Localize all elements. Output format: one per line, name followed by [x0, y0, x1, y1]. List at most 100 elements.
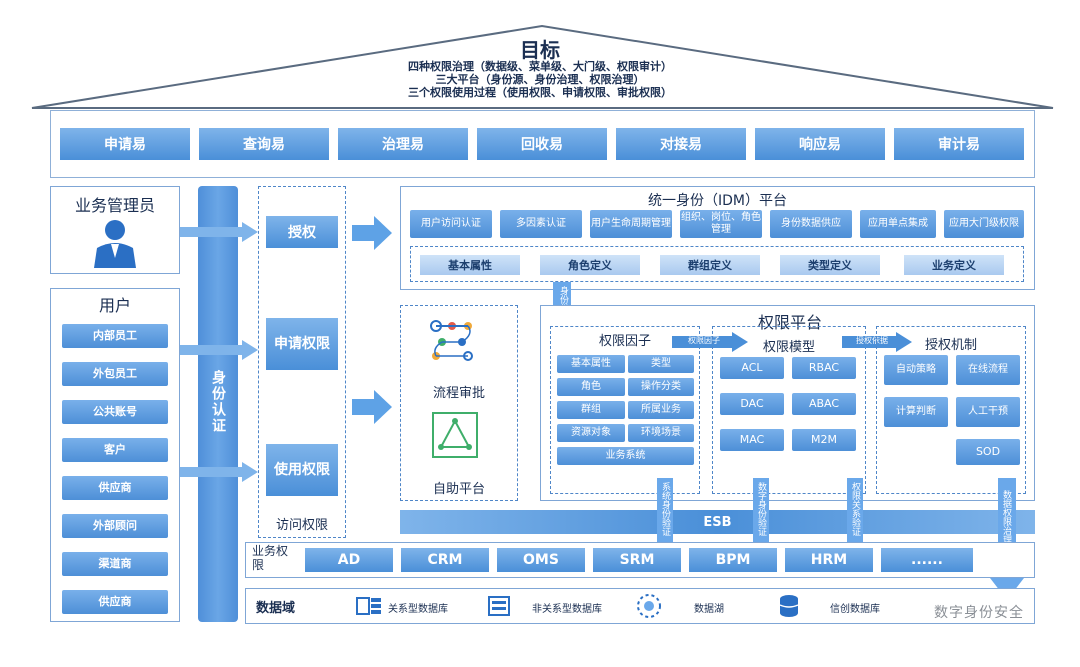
auth-basis-arrow [842, 332, 912, 352]
self-service-icon [432, 412, 478, 458]
mech-title: 授权机制 [924, 338, 977, 353]
factor-type: 类型 [628, 355, 694, 373]
factor-box [550, 326, 700, 494]
user-consultant: 外部顾问 [62, 514, 168, 538]
idm-chip-mfa: 多因素认证 [500, 210, 582, 238]
verify-label-2: 数字身份验证 [756, 482, 766, 536]
model-dac: DAC [720, 393, 784, 415]
biz-perm-label: 业务权限 [252, 544, 289, 572]
factor-business: 所属业务 [628, 401, 694, 419]
factor-basic: 基本属性 [557, 355, 625, 373]
mech-manual: 人工干预 [956, 397, 1020, 427]
mech-sod: SOD [956, 439, 1020, 465]
factor-system: 业务系统 [557, 447, 694, 465]
sys-srm: SRM [593, 548, 681, 572]
model-title: 权限模型 [762, 340, 815, 355]
xinchuang-db-icon [779, 595, 799, 617]
flow-approval-label: 流程审批 [432, 386, 485, 401]
goal-line-1: 四种权限治理（数据级、菜单级、大门级、权限审计） [408, 60, 672, 73]
sys-oms: OMS [497, 548, 585, 572]
goal-title: 目标 [520, 38, 560, 62]
idm-title: 统一身份（IDM）平台 [648, 193, 787, 209]
users-title: 用户 [98, 296, 131, 315]
factor-env: 环境场景 [628, 424, 694, 442]
model-acl: ACL [720, 357, 784, 379]
mech-box [876, 326, 1026, 494]
user-supplier-2: 供应商 [62, 590, 168, 614]
arrow-to-flow [352, 390, 392, 424]
supply-label: 身份供应 [558, 286, 568, 322]
user-outsourced: 外包员工 [62, 362, 168, 386]
perm-platform-title: 权限平台 [757, 313, 822, 332]
idm-defs-box [410, 246, 1024, 282]
user-public-account: 公共账号 [62, 400, 168, 424]
flow-box [400, 305, 518, 501]
sys-ad: AD [305, 548, 393, 572]
factor-group: 群组 [557, 401, 625, 419]
feature-apply: 申请易 [60, 128, 190, 160]
xinchuang-db-label: 信创数据库 [830, 604, 880, 615]
feature-recycle: 回收易 [477, 128, 607, 160]
feature-query: 查询易 [199, 128, 329, 160]
mech-auto: 自动策略 [884, 355, 948, 385]
workflow-icon [430, 320, 473, 361]
idm-chip-supply: 身份数据供应 [770, 210, 852, 238]
access-use: 使用权限 [266, 444, 338, 496]
data-lake-icon [637, 594, 661, 618]
feature-connect: 对接易 [616, 128, 746, 160]
model-rbac: RBAC [792, 357, 856, 379]
model-mac: MAC [720, 429, 784, 451]
factor-resource: 资源对象 [557, 424, 625, 442]
access-apply: 申请权限 [266, 318, 338, 370]
self-service-label: 自助平台 [432, 482, 485, 497]
feature-govern: 治理易 [338, 128, 468, 160]
goal-line-2: 三大平台（身份源、身份治理、权限治理） [435, 73, 645, 86]
relational-db-label: 关系型数据库 [388, 604, 448, 615]
model-m2m: M2M [792, 429, 856, 451]
nonrelational-db-label: 非关系型数据库 [532, 604, 602, 615]
idm-chip-org: 组织、岗位、角色管理 [680, 210, 762, 238]
watermark-text: 数字身份安全 [934, 605, 1024, 621]
def-type: 类型定义 [780, 255, 880, 275]
factor-arrow-label: 权限因子 [688, 336, 720, 345]
sys-crm: CRM [401, 548, 489, 572]
arrow-users-1 [180, 340, 258, 360]
def-business: 业务定义 [904, 255, 1004, 275]
idm-chip-sso: 应用单点集成 [860, 210, 936, 238]
sys-bpm: BPM [689, 548, 777, 572]
model-abac: ABAC [792, 393, 856, 415]
factor-title: 权限因子 [598, 334, 651, 349]
mech-compute: 计算判断 [884, 397, 948, 427]
idm-chip-auth: 用户访问认证 [410, 210, 492, 238]
model-box [712, 326, 866, 494]
def-basic: 基本属性 [420, 255, 520, 275]
arrow-users-2 [180, 462, 258, 482]
data-domain-label: 数据域 [256, 601, 296, 616]
feature-respond: 响应易 [755, 128, 885, 160]
goal-lines: 四种权限治理（数据级、菜单级、大门级、权限审计） 三大平台（身份源、身份治理、权… [370, 60, 710, 99]
esb-bus: ESB [400, 510, 1035, 534]
identity-auth-label: 身份认证 [210, 370, 226, 434]
relational-db-icon [356, 597, 381, 615]
user-customer: 客户 [62, 438, 168, 462]
admin-person-icon [94, 220, 136, 268]
def-group: 群组定义 [660, 255, 760, 275]
access-caption: 访问权限 [275, 518, 328, 533]
idm-chip-lifecycle: 用户生命周期管理 [590, 210, 672, 238]
factor-arrow [672, 332, 748, 352]
factor-role: 角色 [557, 378, 625, 396]
access-perm-box [258, 186, 346, 538]
user-internal: 内部员工 [62, 324, 168, 348]
arrow-to-idm [352, 216, 392, 250]
feature-audit: 审计易 [894, 128, 1024, 160]
verify-label-3: 权限关系验证 [850, 482, 860, 536]
data-governance-label: 数据权限治理 [1001, 490, 1011, 544]
sys-hrm: HRM [785, 548, 873, 572]
verify-label-1: 系统身份验证 [660, 482, 670, 536]
user-channel: 渠道商 [62, 552, 168, 576]
access-grant: 授权 [266, 216, 338, 248]
def-role: 角色定义 [540, 255, 640, 275]
data-lake-label: 数据湖 [694, 604, 724, 615]
goal-line-3: 三个权限使用过程（使用权限、申请权限、审批权限） [408, 86, 672, 99]
